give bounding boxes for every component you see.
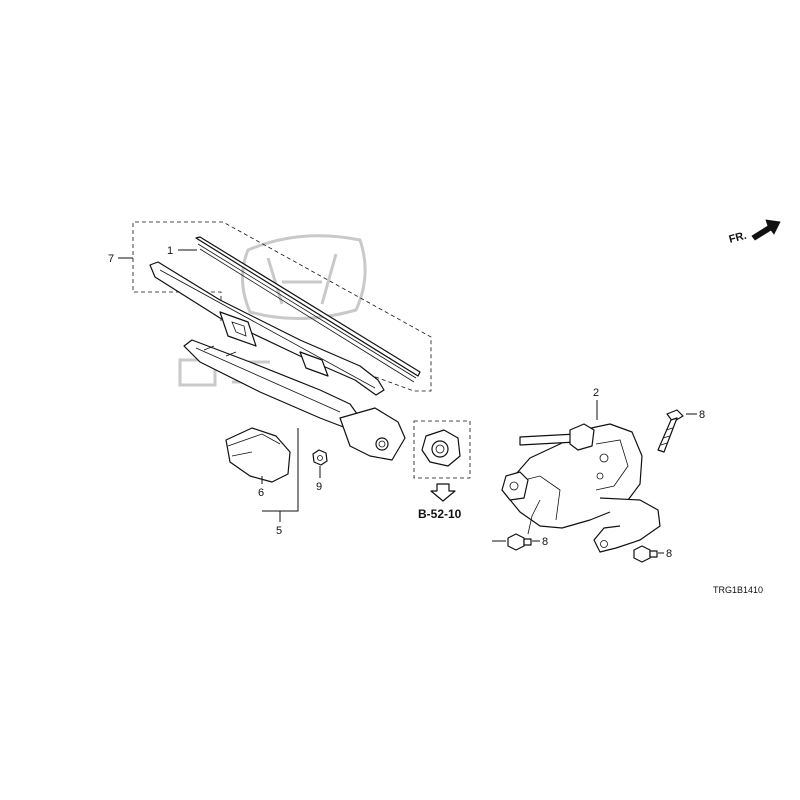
- callout-1: 1: [167, 245, 173, 257]
- wiper-motor: [501, 423, 661, 553]
- reference-part-box: B-52-10: [413, 420, 471, 521]
- leader-lines: [118, 249, 697, 554]
- reference-arrow-icon: [430, 483, 456, 502]
- diagram-code: TRG1B1410: [713, 585, 763, 595]
- callout-9: 9: [316, 481, 322, 493]
- wiper-blade: [149, 261, 385, 396]
- bolt-lower-left: [507, 533, 532, 551]
- front-direction-indicator: FR.: [728, 219, 781, 246]
- callout-8-upper: 8: [699, 409, 705, 421]
- callout-2: 2: [593, 387, 599, 399]
- wiper-blade-rubber: [195, 236, 421, 383]
- callout-labels: 7 1 2 8 8 8 9 6 5: [108, 245, 705, 560]
- callout-8-lower-left: 8: [542, 536, 548, 548]
- nut: [312, 449, 328, 466]
- reference-label: B-52-10: [418, 507, 462, 521]
- bolt-lower-right: [633, 545, 658, 563]
- callout-8-lower-right: 8: [666, 548, 672, 560]
- blade-assembly-boundary: [132, 221, 432, 392]
- arm-pivot-icon: [375, 437, 389, 451]
- front-direction-label: FR.: [728, 230, 748, 246]
- wiper-arm: [183, 339, 406, 461]
- front-direction-arrow-icon: [751, 219, 781, 241]
- callout-5: 5: [276, 525, 282, 537]
- wiper-arm-cap: [225, 427, 291, 483]
- callout-6: 6: [258, 487, 264, 499]
- bolt-upper: [657, 409, 684, 453]
- callout-7: 7: [108, 253, 114, 265]
